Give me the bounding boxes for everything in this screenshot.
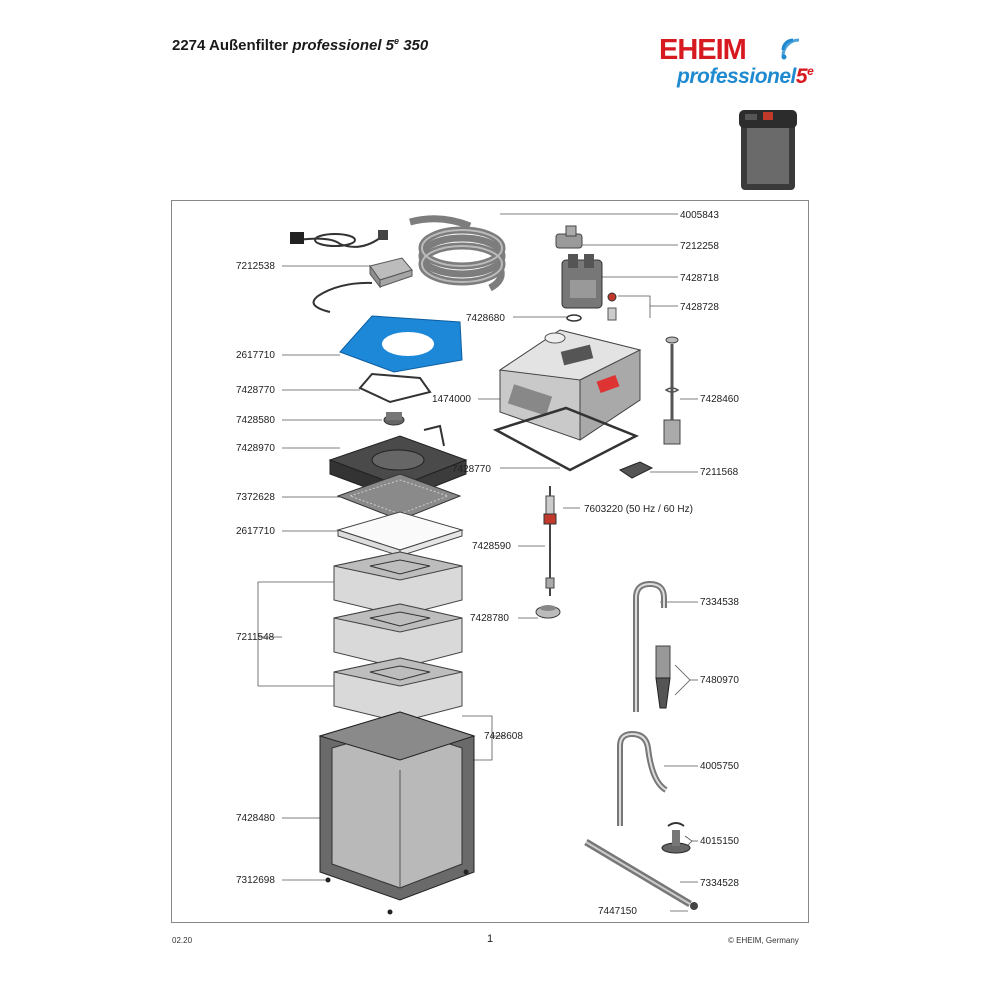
label-7480970: 7480970 — [700, 675, 739, 686]
suction-cup — [661, 822, 691, 854]
title-italic: professionel 5e — [292, 36, 400, 54]
label-4015150: 4015150 — [700, 836, 739, 847]
label-7428728: 7428728 — [680, 302, 719, 313]
filter-basket-2 — [333, 603, 463, 669]
part-labels: 4005843 7212258 7212538 7428718 7428728 … — [236, 210, 739, 917]
label-7212258: 7212258 — [680, 241, 719, 252]
impeller-shaft — [543, 486, 557, 596]
label-7334538: 7334538 — [700, 597, 739, 608]
label-7428970: 7428970 — [236, 443, 275, 454]
label-7447150: 7447150 — [598, 906, 637, 917]
intake-strainer — [655, 645, 671, 709]
eheim-logo: EHEIM professionel5e — [655, 34, 814, 94]
footer-date: 02.20 — [172, 936, 193, 945]
label-7428608: 7428608 — [484, 731, 523, 742]
label-7211568: 7211568 — [700, 467, 739, 478]
double-tap-valve — [555, 225, 583, 249]
blue-filter-pad — [339, 315, 463, 373]
seal-ring-upper — [358, 372, 432, 404]
canister-body — [318, 711, 476, 901]
label-7603220: 7603220 (50 Hz / 60 Hz) — [584, 504, 693, 515]
label-7428770-b: 7428770 — [452, 464, 491, 475]
foot-3 — [387, 909, 393, 915]
connection-adapter — [561, 254, 603, 309]
impeller-cover — [535, 605, 561, 619]
label-7428718: 7428718 — [680, 273, 719, 284]
diagram-frame — [171, 200, 809, 923]
filter-head — [498, 329, 642, 441]
label-7212538: 7212538 — [236, 261, 275, 272]
title-model: 350 — [403, 37, 429, 54]
logo-brand: EHEIM — [659, 34, 747, 66]
power-cable — [297, 233, 381, 313]
label-7334528: 7334528 — [700, 878, 739, 889]
page-number: 1 — [487, 933, 494, 945]
filter-basket-1 — [333, 551, 463, 617]
label-7372628: 7372628 — [236, 492, 275, 503]
label-4005750: 4005750 — [700, 761, 739, 772]
label-2617710-a: 2617710 — [236, 350, 275, 361]
label-7428460: 7428460 — [700, 394, 739, 405]
label-7428590: 7428590 — [472, 541, 511, 552]
title-plain: 2274 Außenfilter — [172, 37, 289, 54]
label-7428770-a: 7428770 — [236, 385, 275, 396]
label-7312698: 7312698 — [236, 875, 275, 886]
spring-rod — [663, 336, 681, 445]
wifi-icon — [781, 38, 800, 60]
product-thumbnail — [739, 110, 797, 190]
small-tray — [618, 461, 654, 479]
logo-sub: professionel5e — [677, 64, 814, 88]
power-supply — [369, 257, 413, 289]
label-1474000: 1474000 — [432, 394, 471, 405]
cap-knob — [383, 412, 405, 426]
label-4005843: 4005843 — [680, 210, 719, 221]
foot-1 — [325, 877, 331, 883]
filter-basket-3 — [333, 657, 463, 723]
foot-2 — [463, 869, 469, 875]
footer-copyright: © EHEIM, Germany — [728, 936, 799, 945]
label-7428480: 7428480 — [236, 813, 275, 824]
grid-plate — [336, 473, 462, 521]
page-title: 2274 Außenfilter professionel 5e 350 — [172, 36, 428, 54]
label-2617710-b: 2617710 — [236, 526, 275, 537]
outlet-pipe — [617, 730, 668, 826]
label-7428580: 7428580 — [236, 415, 275, 426]
seal-ring-lower — [492, 406, 640, 472]
label-7211548: 7211548 — [236, 632, 275, 643]
white-filter-pad — [336, 511, 464, 557]
label-7428680: 7428680 — [466, 313, 505, 324]
spray-bar-end-cap — [690, 902, 698, 910]
label-7428780: 7428780 — [470, 613, 509, 624]
